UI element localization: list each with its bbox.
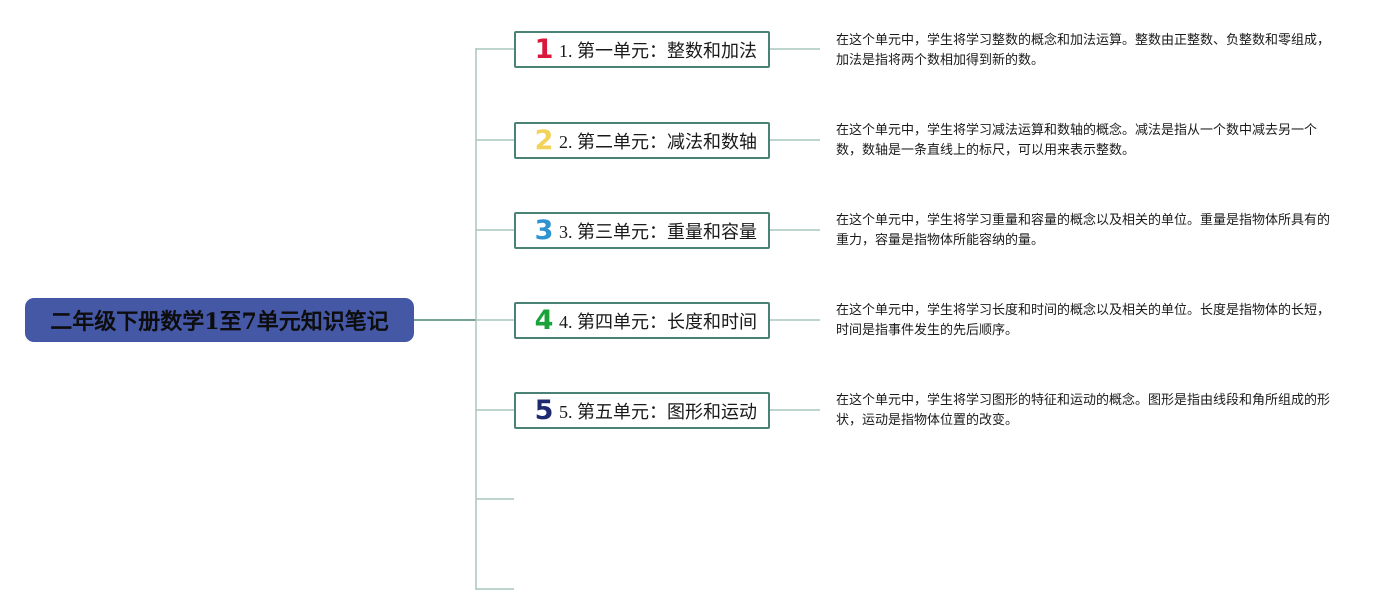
unit-node-2[interactable]: 2 2. 第二单元：减法和数轴 bbox=[514, 122, 770, 159]
number-one-icon: 1 bbox=[534, 34, 554, 65]
number-three-icon: 3 bbox=[534, 215, 554, 246]
root-topic[interactable]: 二年级下册数学1至7单元知识笔记 bbox=[25, 298, 414, 342]
unit-description-5[interactable]: 在这个单元中，学生将学习图形的特征和运动的概念。图形是指由线段和角所组成的形状，… bbox=[836, 393, 1331, 428]
unit-description-4[interactable]: 在这个单元中，学生将学习长度和时间的概念以及相关的单位。长度是指物体的长短，时间… bbox=[836, 303, 1331, 338]
unit-description-3[interactable]: 在这个单元中，学生将学习重量和容量的概念以及相关的单位。重量是指物体所具有的重力… bbox=[836, 213, 1331, 248]
unit-node-5[interactable]: 5 5. 第五单元：图形和运动 bbox=[514, 392, 770, 429]
number-four-icon: 4 bbox=[534, 305, 554, 336]
root-title: 二年级下册数学1至7单元知识笔记 bbox=[50, 309, 389, 335]
unit-node-3[interactable]: 3 3. 第三单元：重量和容量 bbox=[514, 212, 770, 249]
unit-label: 5. 第五单元：图形和运动 bbox=[559, 401, 757, 422]
unit-node-4[interactable]: 4 4. 第四单元：长度和时间 bbox=[514, 302, 770, 339]
unit-description-1[interactable]: 在这个单元中，学生将学习整数的概念和加法运算。整数由正整数、负整数和零组成，加法… bbox=[836, 33, 1331, 68]
unit-label: 1. 第一单元：整数和加法 bbox=[559, 40, 757, 61]
unit-label: 3. 第三单元：重量和容量 bbox=[559, 221, 757, 242]
unit-description-2[interactable]: 在这个单元中，学生将学习减法运算和数轴的概念。减法是指从一个数中减去另一个数，数… bbox=[836, 123, 1318, 158]
number-five-icon: 5 bbox=[534, 395, 554, 426]
unit-label: 4. 第四单元：长度和时间 bbox=[559, 311, 757, 332]
unit-node-1[interactable]: 1 1. 第一单元：整数和加法 bbox=[514, 31, 770, 68]
number-two-icon: 2 bbox=[534, 125, 554, 156]
unit-label: 2. 第二单元：减法和数轴 bbox=[559, 131, 757, 152]
